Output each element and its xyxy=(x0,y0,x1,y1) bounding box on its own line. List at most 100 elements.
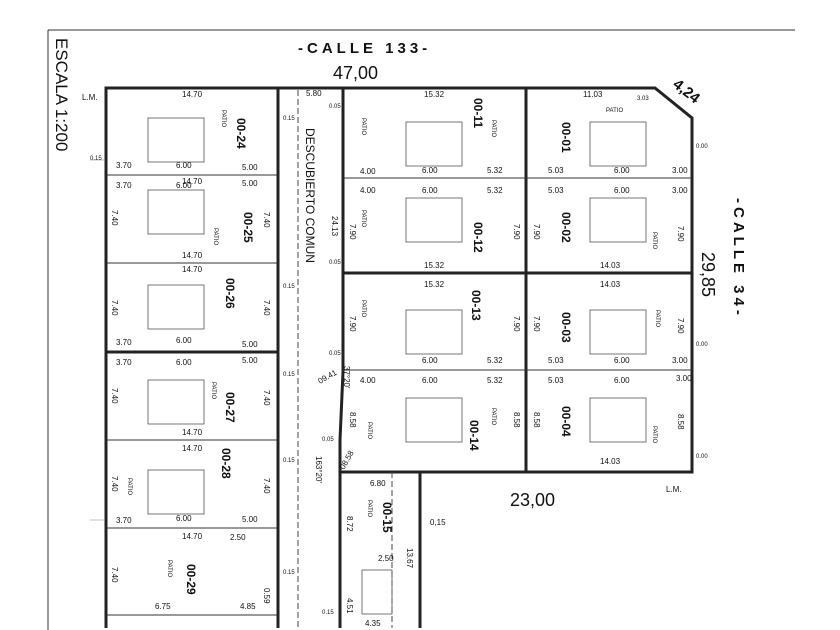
svg-text:PATIO: PATIO xyxy=(360,300,366,317)
svg-text:7.40: 7.40 xyxy=(110,388,119,404)
svg-text:2.50: 2.50 xyxy=(230,533,246,542)
svg-text:6.00: 6.00 xyxy=(422,186,438,195)
svg-text:6.00: 6.00 xyxy=(176,336,192,345)
svg-text:6.00: 6.00 xyxy=(176,514,192,523)
svg-text:3.03: 3.03 xyxy=(637,96,649,102)
svg-text:3.70: 3.70 xyxy=(116,161,132,170)
svg-text:7.40: 7.40 xyxy=(110,567,119,583)
svg-text:0.15: 0.15 xyxy=(322,610,334,616)
svg-text:PATIO: PATIO xyxy=(366,422,372,439)
svg-text:7.90: 7.90 xyxy=(676,318,685,334)
svg-text:3.00: 3.00 xyxy=(672,356,688,365)
svg-text:5.32: 5.32 xyxy=(487,166,503,175)
svg-text:PATIO: PATIO xyxy=(490,408,496,425)
svg-text:7.40: 7.40 xyxy=(262,478,271,494)
svg-text:5.00: 5.00 xyxy=(242,356,258,365)
svg-text:8.58: 8.58 xyxy=(676,414,685,430)
svg-text:5.00: 5.00 xyxy=(242,179,258,188)
patio-rects xyxy=(147,117,647,615)
svg-text:14.70: 14.70 xyxy=(182,444,203,453)
svg-text:8.58: 8.58 xyxy=(512,412,521,428)
street-label-right: -CALLE 34- xyxy=(730,198,747,319)
svg-text:5.03: 5.03 xyxy=(548,376,564,385)
svg-text:5.03: 5.03 xyxy=(548,186,564,195)
svg-text:3.00: 3.00 xyxy=(672,166,688,175)
lot-label-00-12: 00-12 xyxy=(471,222,485,253)
angle-label-1: 37°20' xyxy=(342,366,351,389)
svg-text:5.00: 5.00 xyxy=(242,515,258,524)
svg-text:3.70: 3.70 xyxy=(116,338,132,347)
svg-text:PATIO: PATIO xyxy=(220,110,226,127)
vertical-dimension-labels: 7.40 7.40 7.40 7.40 7.40 7.40 7.40 7.40 … xyxy=(110,210,685,614)
svg-text:3.70: 3.70 xyxy=(116,516,132,525)
svg-text:13.67: 13.67 xyxy=(405,548,414,569)
svg-text:6.00: 6.00 xyxy=(422,376,438,385)
svg-text:PATIO: PATIO xyxy=(126,478,132,495)
svg-text:7.40: 7.40 xyxy=(262,390,271,406)
angle-label-2: 163°20' xyxy=(314,456,323,483)
svg-text:4.00: 4.00 xyxy=(360,376,376,385)
frontage-right: 29,85 xyxy=(698,252,718,297)
svg-text:15.32: 15.32 xyxy=(424,280,445,289)
svg-text:7.40: 7.40 xyxy=(110,476,119,492)
left-tick-marks xyxy=(90,159,104,521)
svg-text:6.00: 6.00 xyxy=(176,358,192,367)
lot-label-00-02: 00-02 xyxy=(559,212,573,243)
svg-text:PATIO: PATIO xyxy=(654,310,660,327)
svg-text:0.15: 0.15 xyxy=(90,156,102,162)
svg-text:6.00: 6.00 xyxy=(422,166,438,175)
svg-text:3.70: 3.70 xyxy=(116,358,132,367)
svg-text:0.05: 0.05 xyxy=(329,351,341,357)
svg-text:PATIO: PATIO xyxy=(490,120,496,137)
lot-label-00-03: 00-03 xyxy=(559,312,573,343)
lm-label-bottom: L.M. xyxy=(666,485,682,494)
svg-text:0.00: 0.00 xyxy=(696,454,708,460)
svg-text:14.70: 14.70 xyxy=(182,90,203,99)
lot-boundary xyxy=(104,86,694,628)
lm-label-top: L.M. xyxy=(82,93,98,102)
svg-text:4.51: 4.51 xyxy=(345,598,354,614)
svg-text:5.32: 5.32 xyxy=(487,376,503,385)
svg-text:6.00: 6.00 xyxy=(176,181,192,190)
lot-label-00-26: 00-26 xyxy=(223,278,237,309)
dim-09-41: 09.41 xyxy=(317,368,339,386)
frontage-bottom: 23,00 xyxy=(510,490,555,510)
lot-label-00-15: 00-15 xyxy=(380,502,394,533)
lot-label-00-28: 00-28 xyxy=(219,448,233,479)
svg-text:0.15: 0.15 xyxy=(283,116,295,122)
svg-text:PATIO: PATIO xyxy=(366,500,372,517)
svg-text:4.00: 4.00 xyxy=(360,186,376,195)
svg-text:PATIO: PATIO xyxy=(166,560,172,577)
svg-text:6.80: 6.80 xyxy=(370,479,386,488)
svg-text:11.03: 11.03 xyxy=(583,90,603,99)
svg-text:15.32: 15.32 xyxy=(424,90,445,99)
svg-text:6.00: 6.00 xyxy=(614,186,630,195)
lot-label-00-11: 00-11 xyxy=(471,98,485,128)
svg-text:4.85: 4.85 xyxy=(240,602,256,611)
svg-text:3.00: 3.00 xyxy=(672,186,688,195)
svg-text:7.90: 7.90 xyxy=(532,224,541,240)
edge-offset-labels: 0.15 0.05 0.05 0.05 0.05 0.15 0.15 0.15 … xyxy=(90,96,708,616)
dimension-labels: 14.70 14.70 14.70 14.70 14.70 14.70 14.7… xyxy=(116,89,692,628)
svg-text:PATIO: PATIO xyxy=(651,232,657,249)
svg-text:6.00: 6.00 xyxy=(614,166,630,175)
svg-text:14.03: 14.03 xyxy=(600,457,621,466)
svg-text:PATIO: PATIO xyxy=(360,210,366,227)
svg-text:5.00: 5.00 xyxy=(242,340,258,349)
svg-text:0.05: 0.05 xyxy=(329,260,341,266)
svg-text:7.40: 7.40 xyxy=(110,300,119,316)
svg-text:6.00: 6.00 xyxy=(614,376,630,385)
svg-text:14.70: 14.70 xyxy=(182,265,203,274)
svg-text:4.35: 4.35 xyxy=(365,619,381,628)
svg-text:0.15: 0.15 xyxy=(283,458,295,464)
lot-label-00-13: 00-13 xyxy=(469,290,483,321)
svg-text:14.70: 14.70 xyxy=(182,177,203,186)
svg-text:5.32: 5.32 xyxy=(487,186,503,195)
svg-text:PATIO: PATIO xyxy=(360,118,366,135)
lot-label-00-14: 00-14 xyxy=(467,420,481,451)
svg-text:6.00: 6.00 xyxy=(176,161,192,170)
svg-text:5.00: 5.00 xyxy=(242,163,258,172)
svg-text:4.00: 4.00 xyxy=(360,167,376,176)
street-label-top: -CALLE 133- xyxy=(298,40,431,57)
svg-text:8.58: 8.58 xyxy=(348,412,357,428)
